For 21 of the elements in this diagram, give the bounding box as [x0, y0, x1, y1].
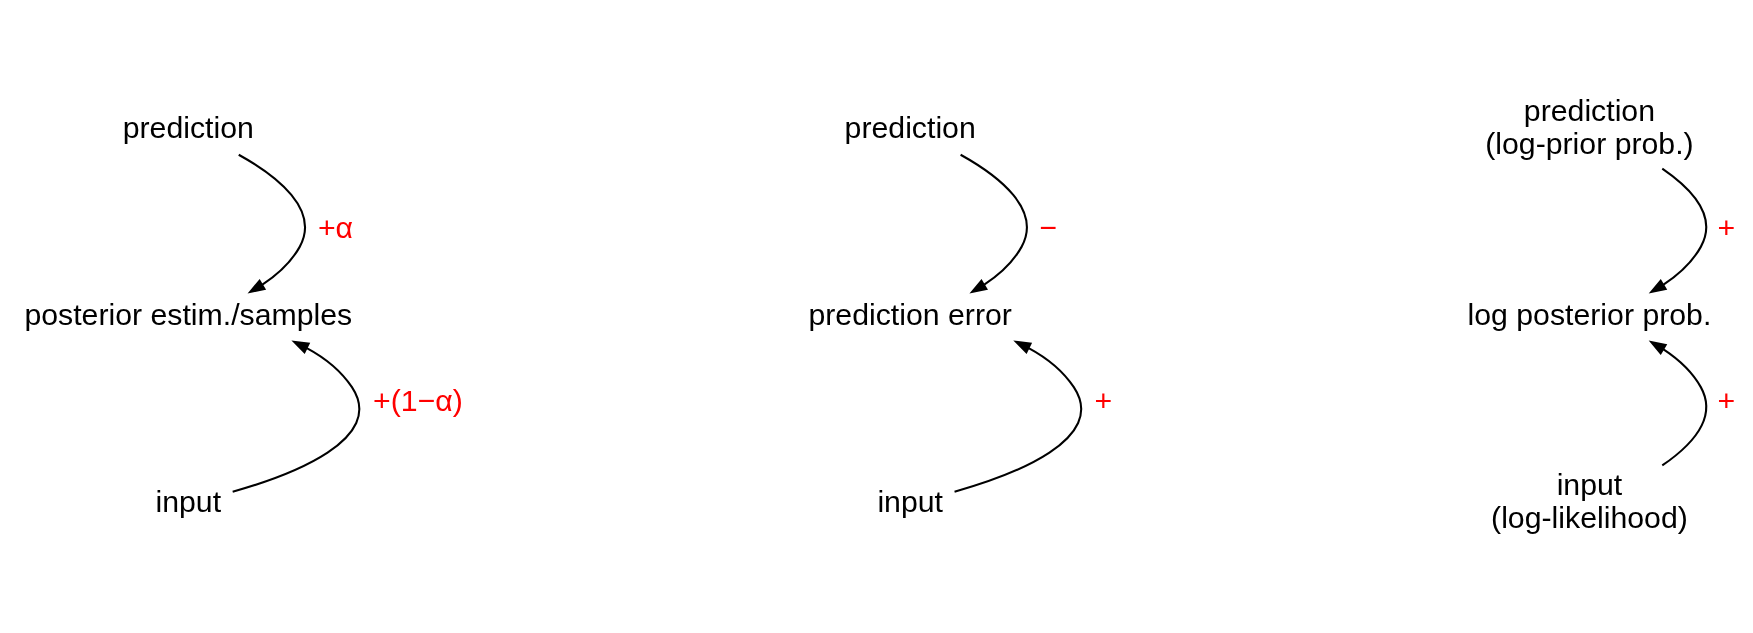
node-text: prediction	[844, 110, 976, 144]
node-text: log posterior prob.	[1467, 297, 1712, 331]
edge-label: +	[1094, 383, 1113, 417]
arrow	[238, 153, 306, 294]
arrow	[232, 340, 361, 493]
arrow	[1648, 167, 1708, 294]
node-text: posterior estim./samples	[24, 297, 353, 331]
edge-label: +	[1717, 383, 1736, 417]
edge-label: −	[1039, 210, 1058, 244]
arrow	[960, 153, 1028, 294]
edge-label: +α	[317, 210, 354, 244]
node-text: input	[877, 484, 943, 518]
node-text: prediction error	[808, 297, 1012, 331]
node-text: input	[155, 484, 222, 518]
node-text: prediction	[122, 110, 254, 144]
edge-label: +(1−α)	[373, 383, 463, 417]
edge-label: +	[1717, 210, 1736, 244]
node-text: prediction (log-prior prob.)	[1485, 93, 1694, 160]
arrow	[1648, 339, 1708, 466]
arrow	[954, 340, 1082, 493]
node-text: input (log-likelihood)	[1491, 467, 1688, 534]
